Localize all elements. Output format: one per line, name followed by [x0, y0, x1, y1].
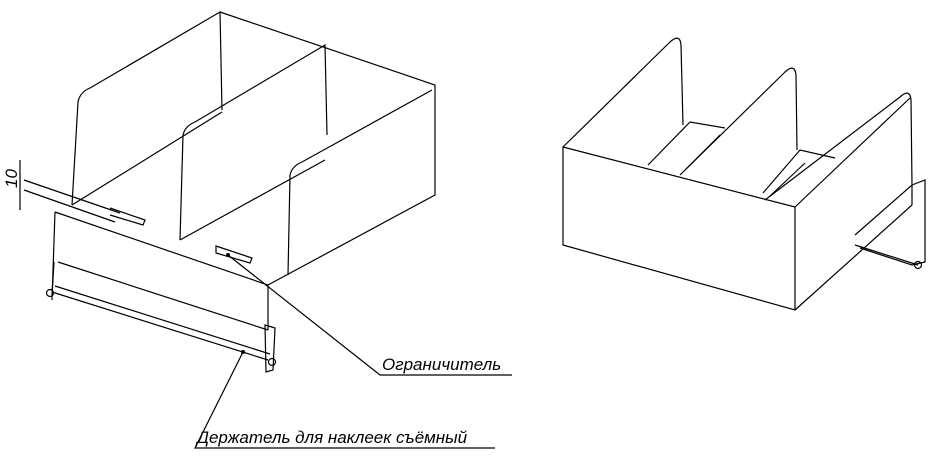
limiter-callout: Ограничитель [226, 253, 512, 376]
dimension-value: 10 [2, 169, 21, 188]
label-holder-callout: Держатель для наклеек съёмный [194, 350, 495, 449]
dimension-10: 10 [2, 169, 21, 188]
label-holder-label: Держатель для наклеек съёмный [195, 428, 468, 447]
limiter-label: Ограничитель [382, 355, 501, 374]
right-isometric-box [562, 37, 926, 311]
left-isometric-box [19, 10, 436, 373]
